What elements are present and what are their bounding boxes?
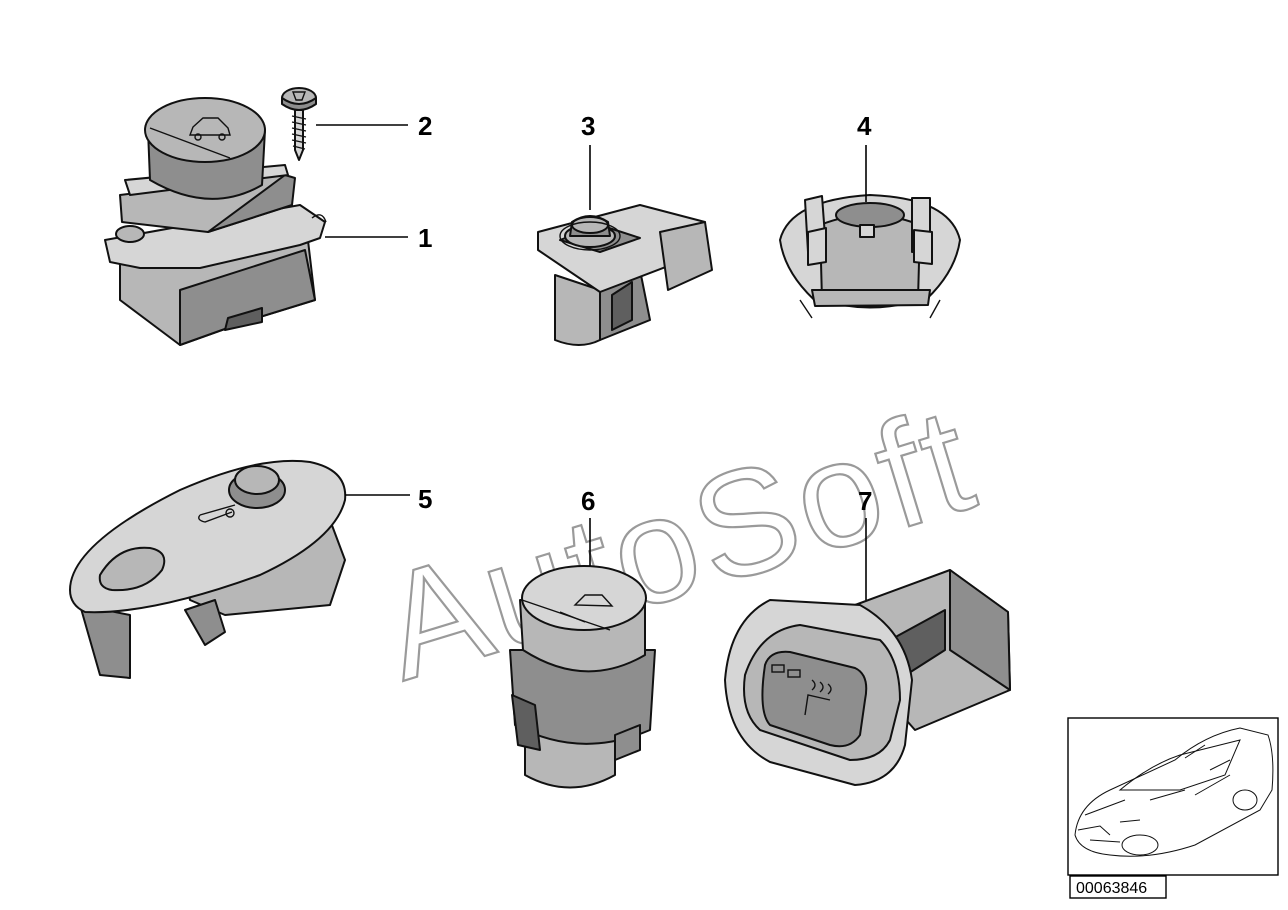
document-id: 00063846 xyxy=(1076,880,1147,897)
callout-label-6: 6 xyxy=(581,486,595,516)
part-2-screw xyxy=(281,87,317,161)
part-5-bezel xyxy=(69,459,347,679)
callout-label-5: 5 xyxy=(418,484,432,514)
callout-label-7: 7 xyxy=(858,486,872,516)
callout-label-4: 4 xyxy=(857,111,872,141)
part-3-push-switch xyxy=(537,204,713,346)
part-1-trunk-switch xyxy=(104,97,327,346)
callout-label-2: 2 xyxy=(418,111,432,141)
callout-label-3: 3 xyxy=(581,111,595,141)
car-thumbnail xyxy=(1067,717,1279,876)
document-id-box: 00063846 xyxy=(1069,875,1167,899)
part-4-holder xyxy=(779,194,961,319)
part-7-seat-heat-switch xyxy=(724,569,1011,786)
part-6-trunk-switch xyxy=(509,565,656,789)
callout-label-1: 1 xyxy=(418,223,432,253)
callouts: 2 1 3 4 5 6 7 xyxy=(316,111,872,600)
